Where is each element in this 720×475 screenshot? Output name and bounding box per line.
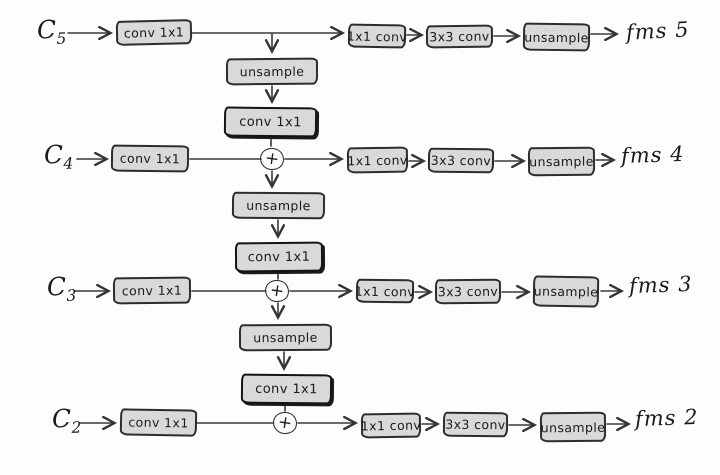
output-label-fms2: fms 2 — [634, 404, 699, 432]
input-label-c3-base: C — [46, 271, 67, 302]
head-3x3-conv-box-c3: 3x3 conv — [434, 278, 502, 305]
head-1x1-conv-box-c5: 1x1 conv — [347, 23, 407, 49]
head-3x3-conv-box-c5: 3x3 conv — [425, 24, 494, 49]
output-label-fms5: fms 5 — [625, 17, 691, 45]
input-label-c4-base: C — [43, 139, 64, 170]
head-3x3-conv-box-c2: 3x3 conv — [442, 411, 509, 438]
add-symbol: + — [268, 279, 286, 302]
lateral-conv-box-c2: conv 1x1 — [119, 408, 198, 437]
input-label-c5: C5 — [36, 15, 66, 49]
input-label-c2-base: C — [51, 403, 72, 434]
input-label-c5-sub: 5 — [56, 29, 67, 48]
head-1x1-conv-box-c4: 1x1 conv — [346, 146, 409, 174]
topdown-unsample-box-2: unsample — [231, 191, 326, 220]
lateral-conv-box-c5: conv 1x1 — [115, 19, 193, 46]
input-label-c2: C2 — [51, 404, 81, 438]
lateral-conv-box-c3: conv 1x1 — [112, 276, 192, 305]
input-label-c2-sub: 2 — [71, 418, 82, 437]
topdown-unsample-box-1: unsample — [225, 57, 319, 86]
input-label-c3-sub: 3 — [66, 286, 77, 305]
input-label-c4-sub: 4 — [63, 154, 74, 173]
output-label-fms3: fms 3 — [628, 271, 693, 299]
head-1x1-conv-box-c2: 1x1 conv — [361, 412, 421, 439]
topdown-conv-box-1: conv 1x1 — [223, 106, 318, 138]
input-label-c4: C4 — [43, 140, 73, 174]
output-label-fms4: fms 4 — [620, 141, 685, 169]
input-label-c5-base: C — [36, 14, 57, 45]
input-label-c3: C3 — [46, 272, 76, 306]
add-symbol: + — [263, 147, 281, 170]
topdown-conv-box-3: conv 1x1 — [240, 373, 333, 405]
topdown-conv-box-2: conv 1x1 — [234, 241, 324, 273]
head-unsample-box-c2: unsample — [539, 411, 607, 443]
head-3x3-conv-box-c4: 3x3 conv — [427, 147, 495, 174]
topdown-unsample-box-3: unsample — [238, 323, 333, 352]
head-unsample-box-c5: unsample — [522, 22, 591, 52]
head-unsample-box-c3: unsample — [532, 275, 600, 308]
head-1x1-conv-box-c3: 1x1 conv — [355, 278, 415, 304]
head-unsample-box-c4: unsample — [527, 146, 596, 177]
add-symbol: + — [276, 411, 294, 434]
lateral-conv-box-c4: conv 1x1 — [110, 144, 190, 173]
